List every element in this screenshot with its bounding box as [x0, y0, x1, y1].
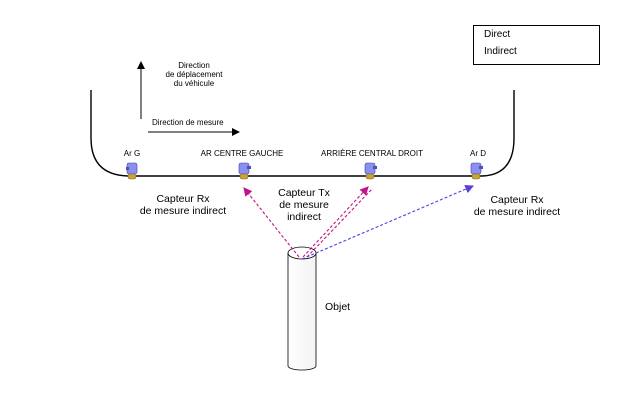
- caption-rx-left: Capteur Rx de mesure indirect: [139, 193, 227, 218]
- legend: [473, 25, 600, 65]
- sensor-ar-d-label: Ar D: [470, 149, 486, 158]
- sensor-arriere-central-droit-icon: [364, 162, 377, 180]
- indirect-path-center-b: [306, 188, 373, 258]
- caption-tx-center: Capteur Tx de mesure indirect: [278, 187, 330, 224]
- indirect-path-center-a: [302, 186, 369, 258]
- object-cylinder: [287, 246, 317, 371]
- vehicle-direction-label: Direction de déplacement du véhicule: [165, 61, 223, 89]
- sensor-arriere-central-droit-label: ARRIÈRE CENTRAL DROIT: [321, 149, 423, 158]
- object-label: Objet: [325, 301, 351, 313]
- sensor-ar-centre-gauche-label: AR CENTRE GAUCHE: [200, 149, 284, 158]
- legend-indirect-label: Indirect: [484, 46, 517, 57]
- indirect-path-right: [301, 184, 475, 260]
- measure-direction-label: Direction de mesure: [152, 118, 224, 127]
- sensor-ar-centre-gauche-icon: [238, 162, 251, 180]
- bumper-outline: [90, 90, 515, 177]
- sensor-ar-g-icon: [126, 162, 138, 180]
- sensor-ar-g-label: Ar G: [123, 149, 141, 158]
- caption-rx-right: Capteur Rx de mesure indirect: [473, 194, 561, 219]
- legend-direct-label: Direct: [484, 29, 511, 40]
- sensor-ar-d-icon: [470, 162, 483, 180]
